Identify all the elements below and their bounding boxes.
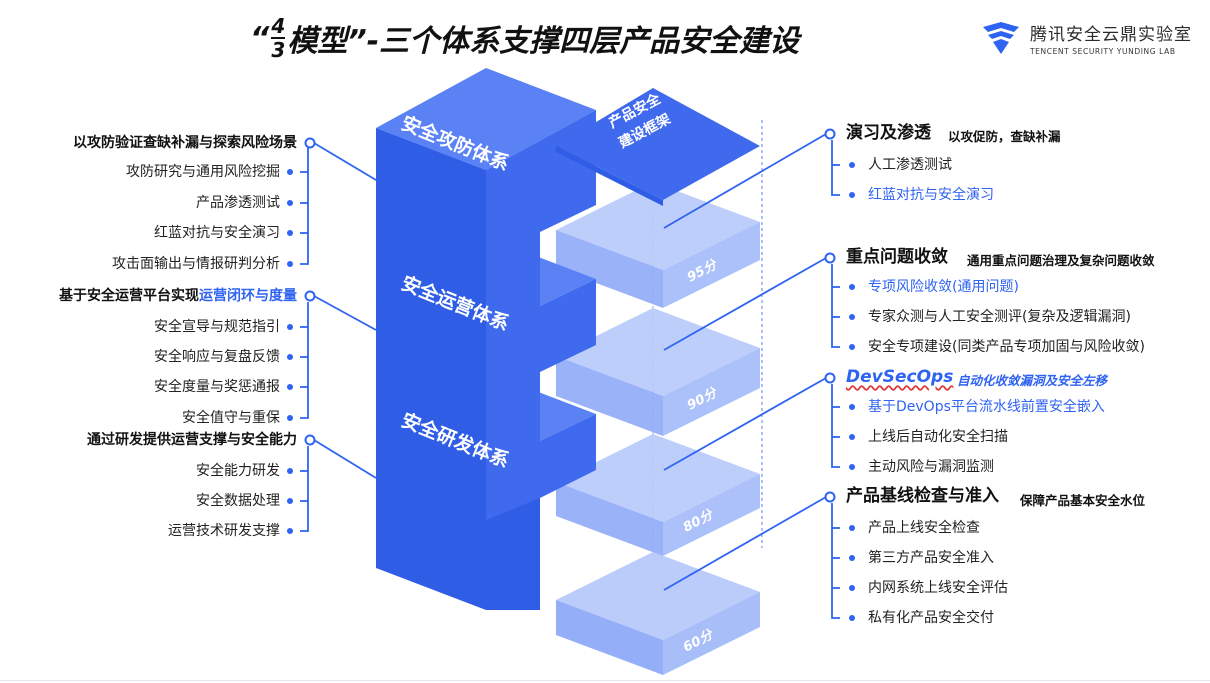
left-group2-item-4: 安全值守与重保 xyxy=(182,410,280,426)
left-connector-dots xyxy=(304,137,316,446)
fraction-denominator: 3 xyxy=(271,38,286,62)
left-group3-item-1: 安全能力研发 xyxy=(196,463,280,479)
left-group1-item-1: 攻防研究与通用风险挖掘 xyxy=(126,164,280,180)
title-quote: “ xyxy=(250,20,270,56)
right-group2-item-3: 安全专项建设(同类产品专项加固与风险收敛) xyxy=(868,339,1145,355)
right-group2-item-2: 专家众测与人工安全测评(复杂及逻辑漏洞) xyxy=(868,309,1131,325)
left-group1-item-2: 产品渗透测试 xyxy=(196,195,280,211)
logo-english-name: TENCENT SECURITY YUNDING LAB xyxy=(1030,47,1176,56)
right-group2-title: 重点问题收敛 xyxy=(846,247,948,267)
tencent-security-logo-icon xyxy=(983,22,1019,54)
score-plate-95 xyxy=(556,182,760,308)
left-group1-heading: 以攻防验证查缺补漏与探索风险场景 xyxy=(73,135,297,151)
bottom-divider xyxy=(0,680,1210,681)
right-group3-item-1: 基于DevOps平台流水线前置安全嵌入 xyxy=(868,399,1105,415)
block-attack-defense-system xyxy=(376,68,596,344)
left-group2-item-3: 安全度量与奖惩通报 xyxy=(154,379,280,395)
left-group2-heading: 基于安全运营平台实现运营闭环与度量 xyxy=(59,287,297,305)
left-group3-item-2: 安全数据处理 xyxy=(196,493,280,509)
right-group4-subtitle: 保障产品基本安全水位 xyxy=(1020,493,1146,508)
right-group4-item-3: 内网系统上线安全评估 xyxy=(868,580,1008,596)
right-group3-item-2: 上线后自动化安全扫描 xyxy=(868,429,1008,445)
left-group2-heading-plain: 基于安全运营平台实现 xyxy=(59,288,199,304)
title-fraction: 4 3 xyxy=(271,14,286,62)
fraction-bar xyxy=(271,37,286,39)
left-group2-heading-highlight: 运营闭环与度量 xyxy=(199,288,297,304)
right-group1-subtitle: 以攻促防，查缺补漏 xyxy=(948,129,1061,144)
right-item-dots xyxy=(849,162,855,621)
right-group3-item-3: 主动风险与漏洞监测 xyxy=(868,459,994,475)
right-connectors xyxy=(663,133,840,619)
right-group4-item-2: 第三方产品安全准入 xyxy=(868,550,994,566)
right-group1-title: 演习及渗透 xyxy=(846,123,931,143)
fraction-numerator: 4 xyxy=(271,14,286,38)
score-plate-60 xyxy=(556,552,760,675)
left-connectors xyxy=(300,142,377,532)
right-group1-item-2: 红蓝对抗与安全演习 xyxy=(868,187,994,203)
framework-plate xyxy=(556,88,760,206)
brand-logo: 腾讯安全云鼎实验室 TENCENT SECURITY YUNDING LAB xyxy=(980,20,1192,56)
right-group2-subtitle: 通用重点问题治理及复杂问题收敛 xyxy=(967,253,1155,268)
left-group1-item-3: 红蓝对抗与安全演习 xyxy=(154,225,280,241)
left-group1-item-4: 攻击面输出与情报研判分析 xyxy=(112,256,280,272)
right-group2-item-1: 专项风险收敛(通用问题) xyxy=(868,279,1019,295)
right-group3-title: DevSecOps xyxy=(846,367,954,387)
left-group3-heading: 通过研发提供运营支撑与安全能力 xyxy=(87,432,297,448)
left-group2-item-1: 安全宣导与规范指引 xyxy=(154,319,280,335)
right-group4-title: 产品基线检查与准入 xyxy=(846,486,999,506)
right-group1-item-1: 人工渗透测试 xyxy=(868,157,952,173)
score-plate-80 xyxy=(556,434,760,556)
left-group3-item-3: 运营技术研发支撑 xyxy=(168,523,280,539)
right-group3-subtitle: 自动化收敛漏洞及安全左移 xyxy=(957,373,1108,388)
right-group4-item-4: 私有化产品安全交付 xyxy=(868,610,994,626)
logo-chinese-name: 腾讯安全云鼎实验室 xyxy=(1030,25,1192,45)
title-text: 模型”-三个体系支撑四层产品安全建设 xyxy=(287,24,800,59)
right-connector-dots xyxy=(824,128,836,503)
right-group4-item-1: 产品上线安全检查 xyxy=(868,520,980,536)
left-item-dots xyxy=(287,169,293,534)
page-title: “ 4 3 模型”-三个体系支撑四层产品安全建设 xyxy=(250,8,799,68)
left-group2-item-2: 安全响应与复盘反馈 xyxy=(154,349,280,365)
score-plate-90 xyxy=(556,308,760,436)
